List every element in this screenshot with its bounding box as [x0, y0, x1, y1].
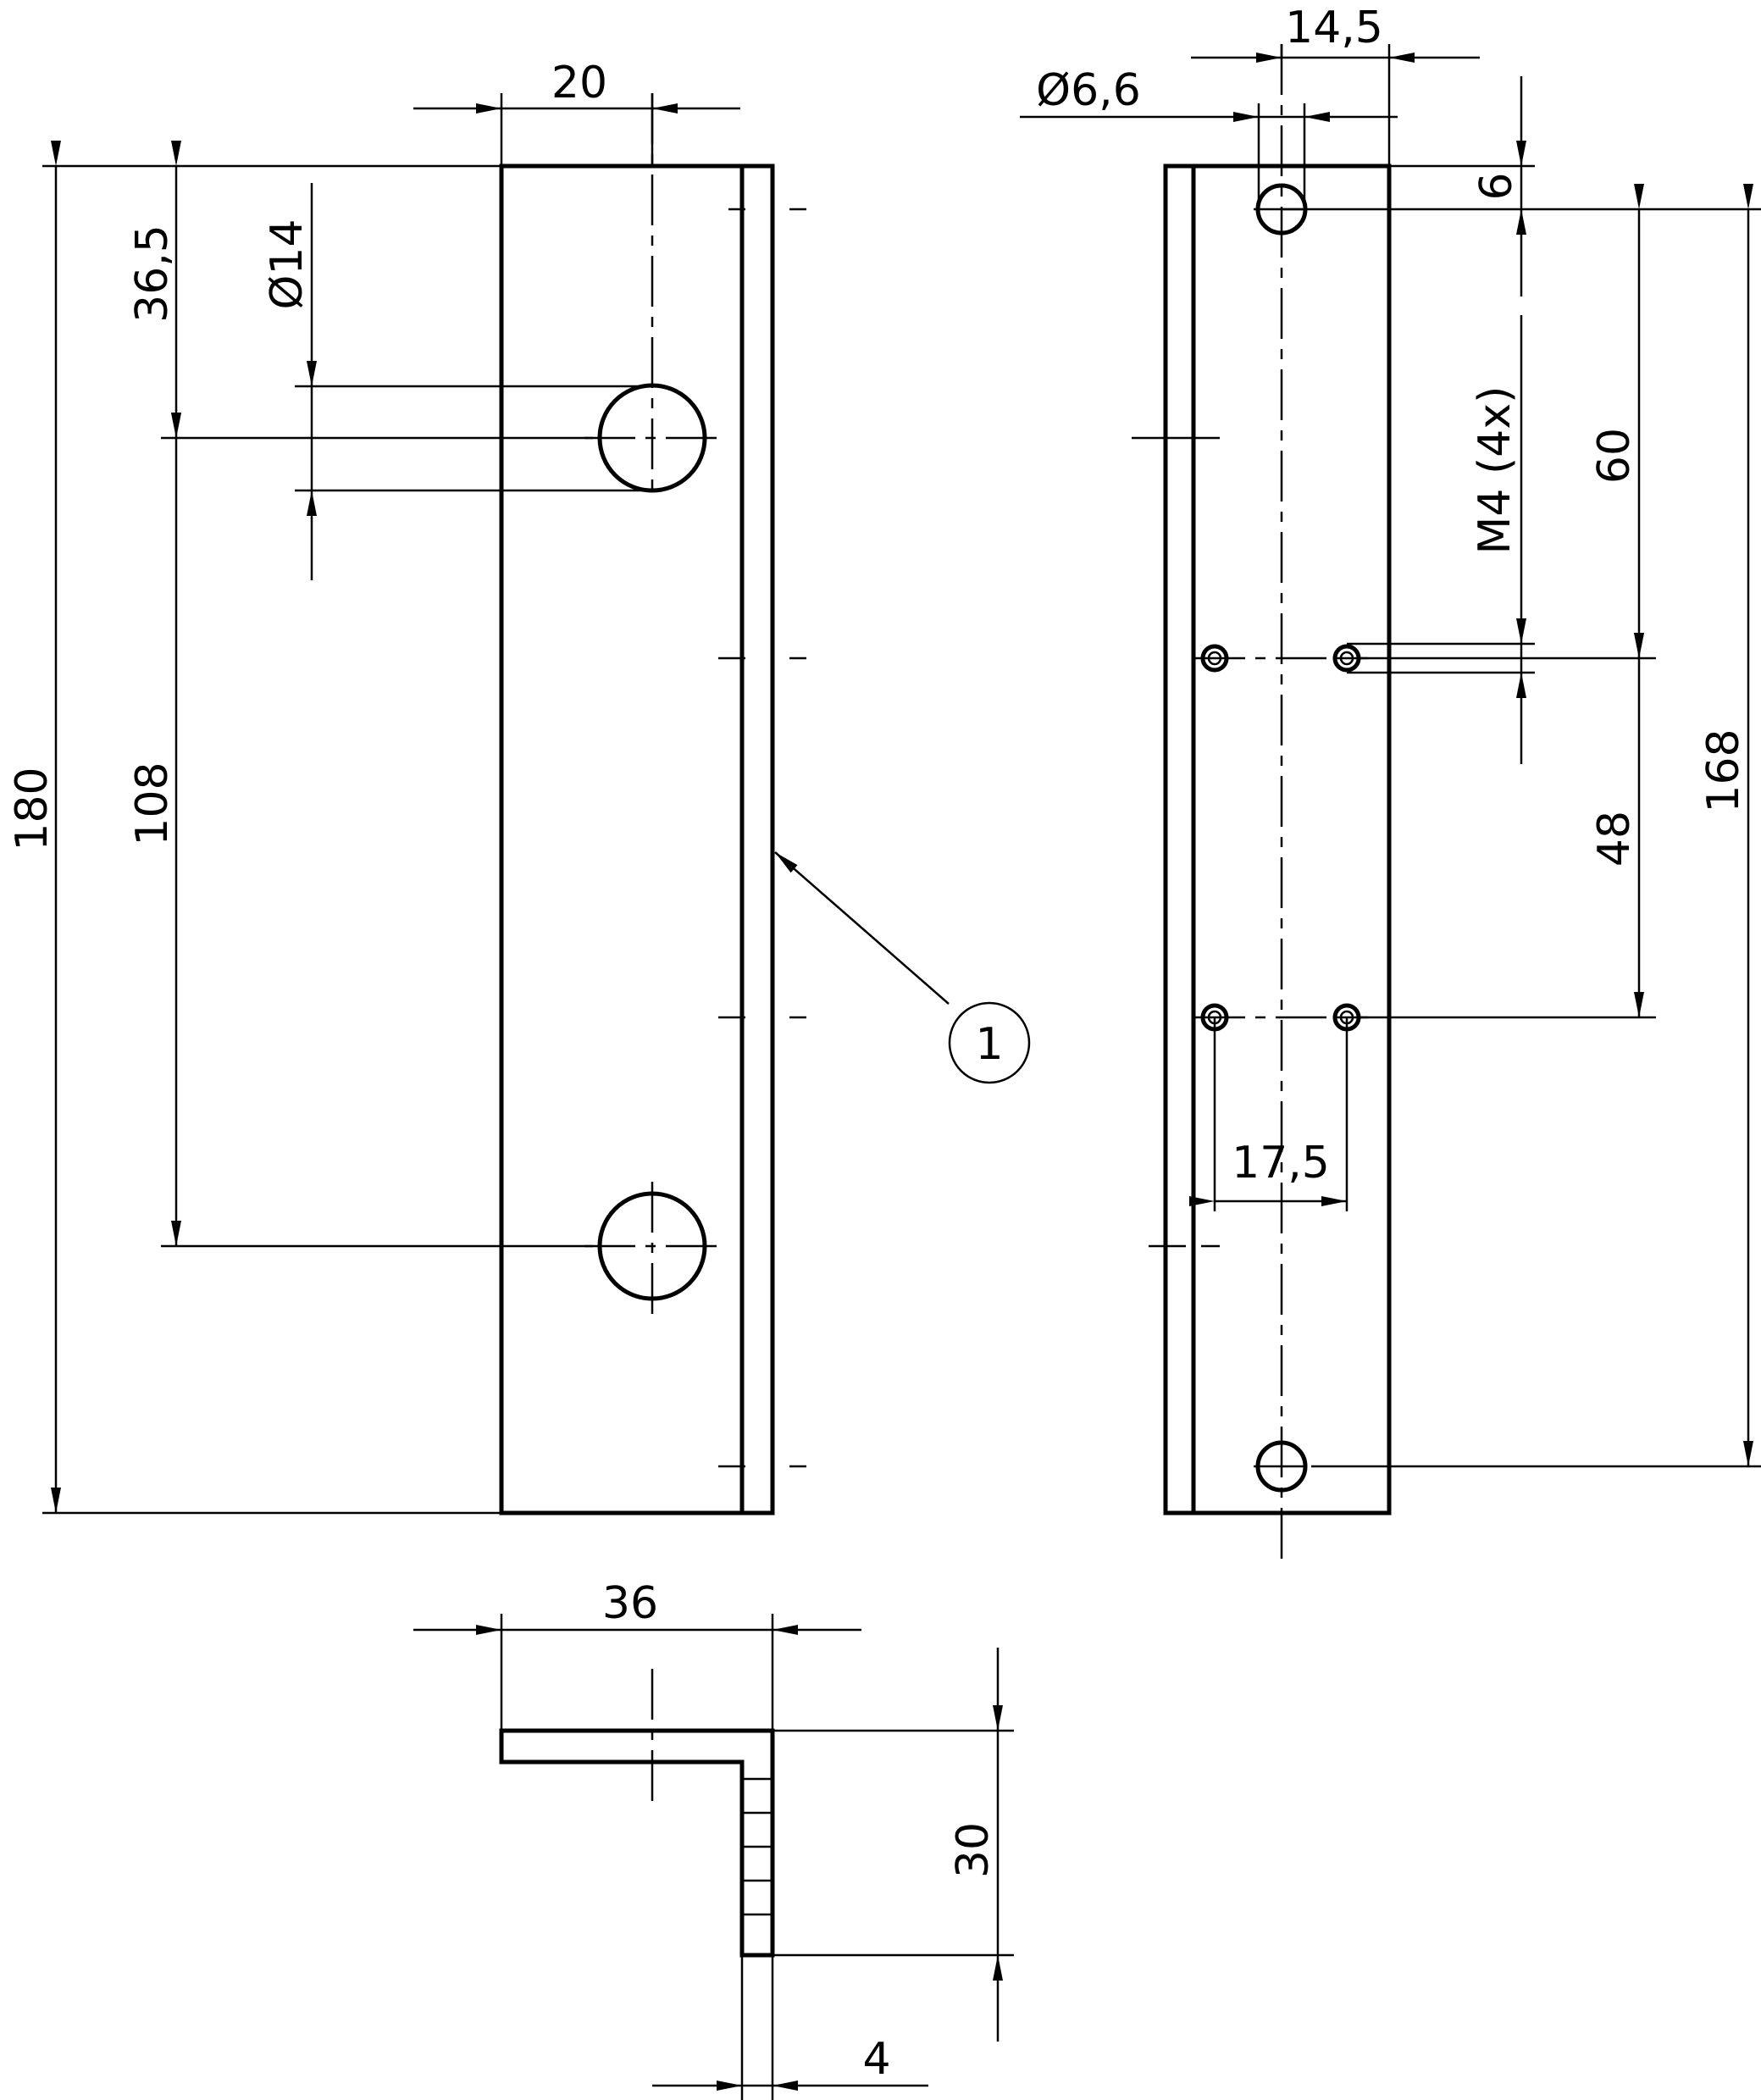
section-view: [413, 1614, 1014, 2100]
dim-side-top-offset: 6: [1471, 172, 1522, 200]
side-view-centerlines: [1194, 44, 1368, 1563]
dim-side-total: 168: [1698, 729, 1749, 812]
dim-side-spacing-60: 60: [1589, 428, 1640, 484]
dim-front-width: 20: [551, 58, 607, 108]
side-view-dimension-lines: [1020, 53, 1753, 1466]
dim-side-thread-spacing: 17,5: [1232, 1138, 1330, 1189]
dim-side-width: 14,5: [1285, 3, 1383, 53]
section-leg-ticks: [742, 1777, 773, 1916]
callout-circle: [948, 1001, 1031, 1084]
dim-front-height: 180: [7, 767, 58, 851]
dim-front-hole-spacing: 108: [127, 762, 178, 845]
dim-section-width: 36: [602, 1578, 658, 1629]
section-extension-lines: [500, 1614, 1014, 2100]
callout-leader: [774, 851, 950, 1005]
dim-section-height: 30: [948, 1822, 999, 1878]
front-view-outline: [499, 163, 775, 1515]
front-view: [42, 93, 1031, 1515]
callout-number: 1: [975, 1019, 1003, 1070]
side-view: [1020, 44, 1761, 1563]
side-view-outline: [1163, 163, 1392, 1515]
front-view-hidden-markers: [718, 208, 806, 1468]
side-view-extension-lines: [1213, 44, 1761, 1468]
dim-front-top-offset: 36,5: [127, 224, 178, 323]
section-profile: [499, 1728, 775, 1958]
front-view-dimension-lines: [51, 103, 740, 1513]
side-view-hidden-markers: [1132, 436, 1220, 1248]
dim-side-thread: M4 (4x): [1470, 386, 1520, 555]
front-view-centerlines: [584, 93, 724, 1317]
dim-front-hole-diameter: Ø14: [262, 219, 313, 309]
section-dimension-lines: [413, 1625, 1003, 2091]
dim-side-spacing-48: 48: [1589, 811, 1640, 867]
dim-side-hole-diameter: Ø6,6: [1036, 65, 1141, 116]
dim-section-thickness: 4: [862, 2034, 890, 2085]
